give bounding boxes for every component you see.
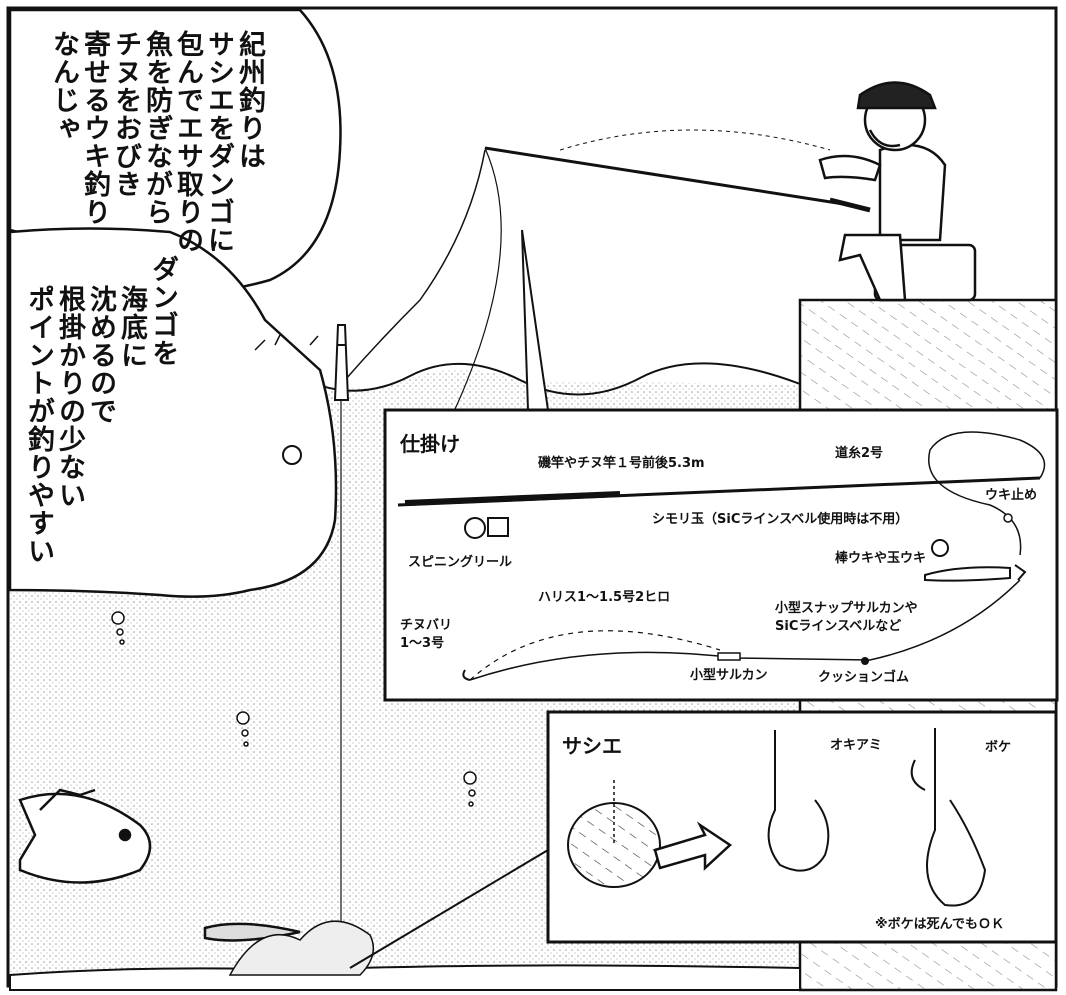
label-snap: 小型スナップサルカンや [775, 601, 918, 616]
bubbles [111, 611, 477, 807]
label-rod: 磯竿やチヌ竿１号前後5.3m [538, 456, 705, 471]
speech-line: 海底に [116, 285, 147, 369]
speech-line: ダンゴを [147, 255, 178, 367]
label-swivel: 小型サルカン [690, 668, 768, 683]
label-note: ※ボケは死んでもＯＫ [875, 917, 1004, 932]
speech-line: 魚を防ぎながら [141, 30, 172, 226]
seabed [9, 964, 801, 991]
speech-line: 寄せるウキ釣り [79, 30, 110, 226]
bait-panel-title: サシエ [562, 734, 622, 758]
speech-line: 沈めるので [85, 285, 116, 425]
speech-line: 包んでエサ取りの [172, 30, 203, 254]
label-hook: チヌバリ [400, 618, 453, 633]
rig-panel-title: 仕掛け [400, 432, 460, 456]
label-shrimp: ボケ [985, 740, 1012, 755]
label-snap: SiCラインスベルなど [775, 619, 902, 634]
speech-line: サシエをダンゴに [203, 30, 234, 254]
speech-bubble-2 [8, 227, 338, 598]
rod-and-line [344, 129, 871, 421]
label-mainline: 道糸2号 [835, 446, 884, 461]
bait-panel-box [546, 710, 1058, 944]
fisherman [818, 81, 977, 302]
float [333, 324, 350, 965]
label-float-stop: ウキ止め [985, 488, 1038, 503]
label-float: 棒ウキや玉ウキ [835, 551, 927, 566]
speech-line: ポイントが釣りやすい [23, 285, 54, 565]
speech-line: なんじゃ [48, 30, 79, 142]
label-reel: スピニングリール [408, 555, 513, 570]
label-krill: オキアミ [830, 738, 882, 753]
speech-line: チヌをおびき [110, 30, 141, 198]
fish [18, 788, 319, 973]
speech-line: 根掛かりの少ない [54, 285, 85, 509]
speech-line: 紀州釣りは [234, 30, 265, 170]
label-cushion: クッションゴム [818, 670, 910, 685]
label-shimori: シモリ玉（SiCラインスベル使用時は不用） [652, 512, 909, 527]
rig-panel-box [383, 408, 1059, 702]
label-leader: ハリス1～1.5号2ヒロ [538, 590, 671, 605]
label-hook: 1～3号 [400, 636, 445, 651]
